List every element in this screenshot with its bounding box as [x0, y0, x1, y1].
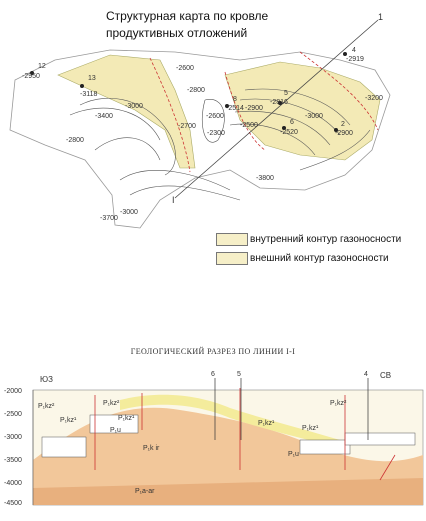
depth-tick-4000: -4000 — [4, 480, 22, 487]
gas-zone-right — [224, 61, 381, 161]
label-line-bottom: I — [172, 195, 175, 205]
unit-label: P₁a-ar — [135, 488, 155, 495]
block-mid — [299, 439, 351, 455]
block-mid-left — [89, 414, 139, 434]
well-label-4: 4 — [364, 371, 368, 378]
section-line — [174, 19, 379, 199]
label-well-13-val: -3118 — [80, 91, 97, 98]
contour-label: -2600 — [206, 113, 224, 120]
label-well-2: 2 — [341, 121, 345, 128]
label-well-2-val: -2900 — [335, 130, 353, 137]
label-well-6-val: -2520 — [280, 129, 298, 136]
unit-label: P₁kz¹ — [258, 420, 275, 427]
unit-label: P₁kz¹ — [60, 417, 77, 424]
label-well-8: 8 — [233, 96, 237, 103]
layer-basement — [33, 478, 423, 505]
section-title: ГЕОЛОГИЧЕСКИЙ РАЗРЕЗ ПО ЛИНИИ I-I — [130, 347, 296, 356]
well-8 — [225, 104, 229, 108]
depth-tick-3000: -3000 — [4, 434, 22, 441]
contour-label: -2500 — [240, 122, 258, 129]
contour-label: -3000 — [305, 113, 323, 120]
contour-label: -3800 — [256, 175, 274, 182]
contour-label: -2800 — [187, 87, 205, 94]
well-2 — [334, 128, 338, 132]
unit-label: P₁kz¹ — [302, 425, 319, 432]
label-well-4: 4 — [352, 47, 356, 54]
legend-inner: внутренний контур газоносности — [216, 233, 401, 246]
legend-outer-label: внешний контур газоносности — [250, 253, 389, 264]
section-right-dir: СВ — [380, 371, 391, 380]
well-label-6: 6 — [211, 371, 215, 378]
label-well-8-val: -2514 — [226, 105, 244, 112]
unit-label: P₁u — [288, 451, 299, 458]
contour-label: -2700 — [178, 123, 196, 130]
section-left-dir: ЮЗ — [40, 375, 53, 384]
faults — [149, 51, 379, 173]
contour-label: -3400 — [95, 113, 113, 120]
contour-label: -2900 — [245, 105, 263, 112]
block-left — [41, 436, 87, 458]
contour-label: -2300 — [207, 130, 225, 137]
well-4 — [343, 52, 347, 56]
cross-section — [32, 378, 424, 506]
map-title: Структурная карта по кровле продуктивных… — [106, 8, 268, 42]
contour-label: -3000 — [125, 103, 143, 110]
contour-label: -3000 — [120, 209, 138, 216]
well-6 — [282, 126, 286, 130]
gas-zone-left — [57, 54, 196, 169]
unit-label: P₁k ir — [143, 445, 160, 452]
unit-label: P₁kz² — [38, 403, 55, 410]
legend-outer: внешний контур газоносности — [216, 252, 389, 265]
depth-tick-2000: -2000 — [4, 388, 22, 395]
label-well-12: 12 — [38, 63, 46, 70]
label-well-13: 13 — [88, 75, 96, 82]
legend-inner-swatch — [216, 233, 248, 246]
well-label-5: 5 — [237, 371, 241, 378]
legend-outer-swatch — [216, 252, 248, 265]
label-well-5: 5 — [284, 90, 288, 97]
label-well-4-val: -2919 — [346, 56, 364, 63]
well-12 — [30, 71, 34, 75]
wells — [30, 52, 347, 132]
well-5 — [278, 101, 282, 105]
map-title-line1: Структурная карта по кровле — [106, 9, 269, 23]
contour-label: -3700 — [100, 215, 118, 222]
depth-tick-2500: -2500 — [4, 411, 22, 418]
unit-label: P₁kz² — [103, 400, 120, 407]
map-title-line2: продуктивных отложений — [106, 26, 248, 40]
depth-tick-4500: -4500 — [4, 500, 22, 507]
contour-label: -3200 — [365, 95, 383, 102]
well-13 — [80, 84, 84, 88]
label-well-12-val: -2950 — [22, 73, 40, 80]
label-well-5-val: -2816 — [270, 99, 288, 106]
legend-inner-label: внутренний контур газоносности — [250, 234, 402, 245]
label-line-top: 1 — [378, 12, 383, 22]
unit-label: P₁u — [110, 427, 121, 434]
depth-tick-3500: -3500 — [4, 457, 22, 464]
unit-label: P₁kz¹ — [118, 415, 135, 422]
label-well-6: 6 — [290, 119, 294, 126]
contour-label: -2600 — [176, 65, 194, 72]
contour-label: -2800 — [66, 137, 84, 144]
unit-label: P₁kz² — [330, 400, 347, 407]
contours — [69, 88, 371, 201]
